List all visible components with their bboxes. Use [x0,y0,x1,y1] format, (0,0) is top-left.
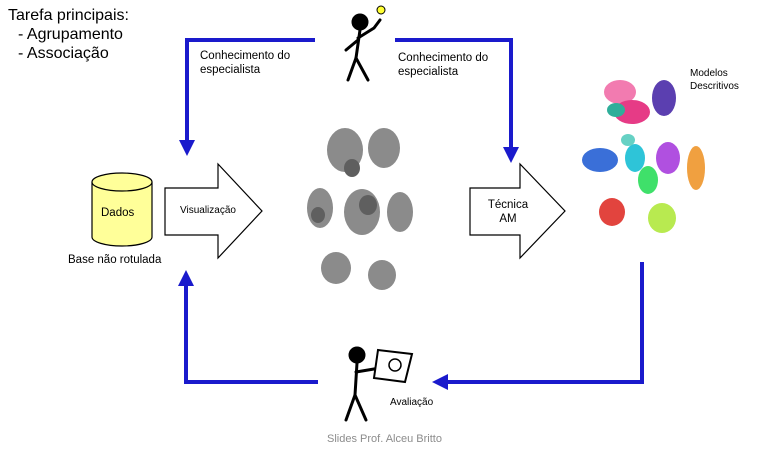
database-label: Dados [101,207,135,219]
unlabeled-clusters-image [307,128,413,290]
database-caption: Base não rotulada [68,254,162,266]
task-list: Tarefa principais: - Agrupamento - Assoc… [8,6,129,63]
descriptive-model-clusters-image [582,80,705,233]
descriptive-models-line1: Modelos [690,68,728,79]
technique-block-arrow [469,162,566,260]
flow-line-models-to-evaluation [432,262,644,390]
flow-line-expert-to-visualization [179,38,315,156]
technique-label: Técnica AM [486,198,530,226]
task-item-association: - Associação [18,45,109,62]
expert-knowledge-right-label: Conhecimento do especialista [398,52,489,78]
visualization-block-arrow [164,162,263,260]
evaluator-stick-figure-icon [344,346,414,422]
descriptive-models-label: Modelos Descritivos [690,67,739,93]
database-cylinder-icon [91,172,153,247]
technique-label-line1: Técnica [487,199,529,211]
descriptive-models-line2: Descritivos [690,81,739,92]
task-item-grouping: - Agrupamento [18,26,123,43]
footer-credit: Slides Prof. Alceu Britto [327,433,442,445]
visualization-label: Visualização [180,205,236,216]
flow-line-evaluation-to-data [178,270,318,384]
task-list-title: Tarefa principais: [8,7,129,24]
expert-knowledge-left-label: Conhecimento do especialista [200,50,291,76]
evaluation-label: Avaliação [390,397,434,408]
expert-stick-figure-icon [344,5,386,82]
flow-line-expert-to-technique [395,38,519,163]
technique-label-line2: AM [499,213,517,225]
